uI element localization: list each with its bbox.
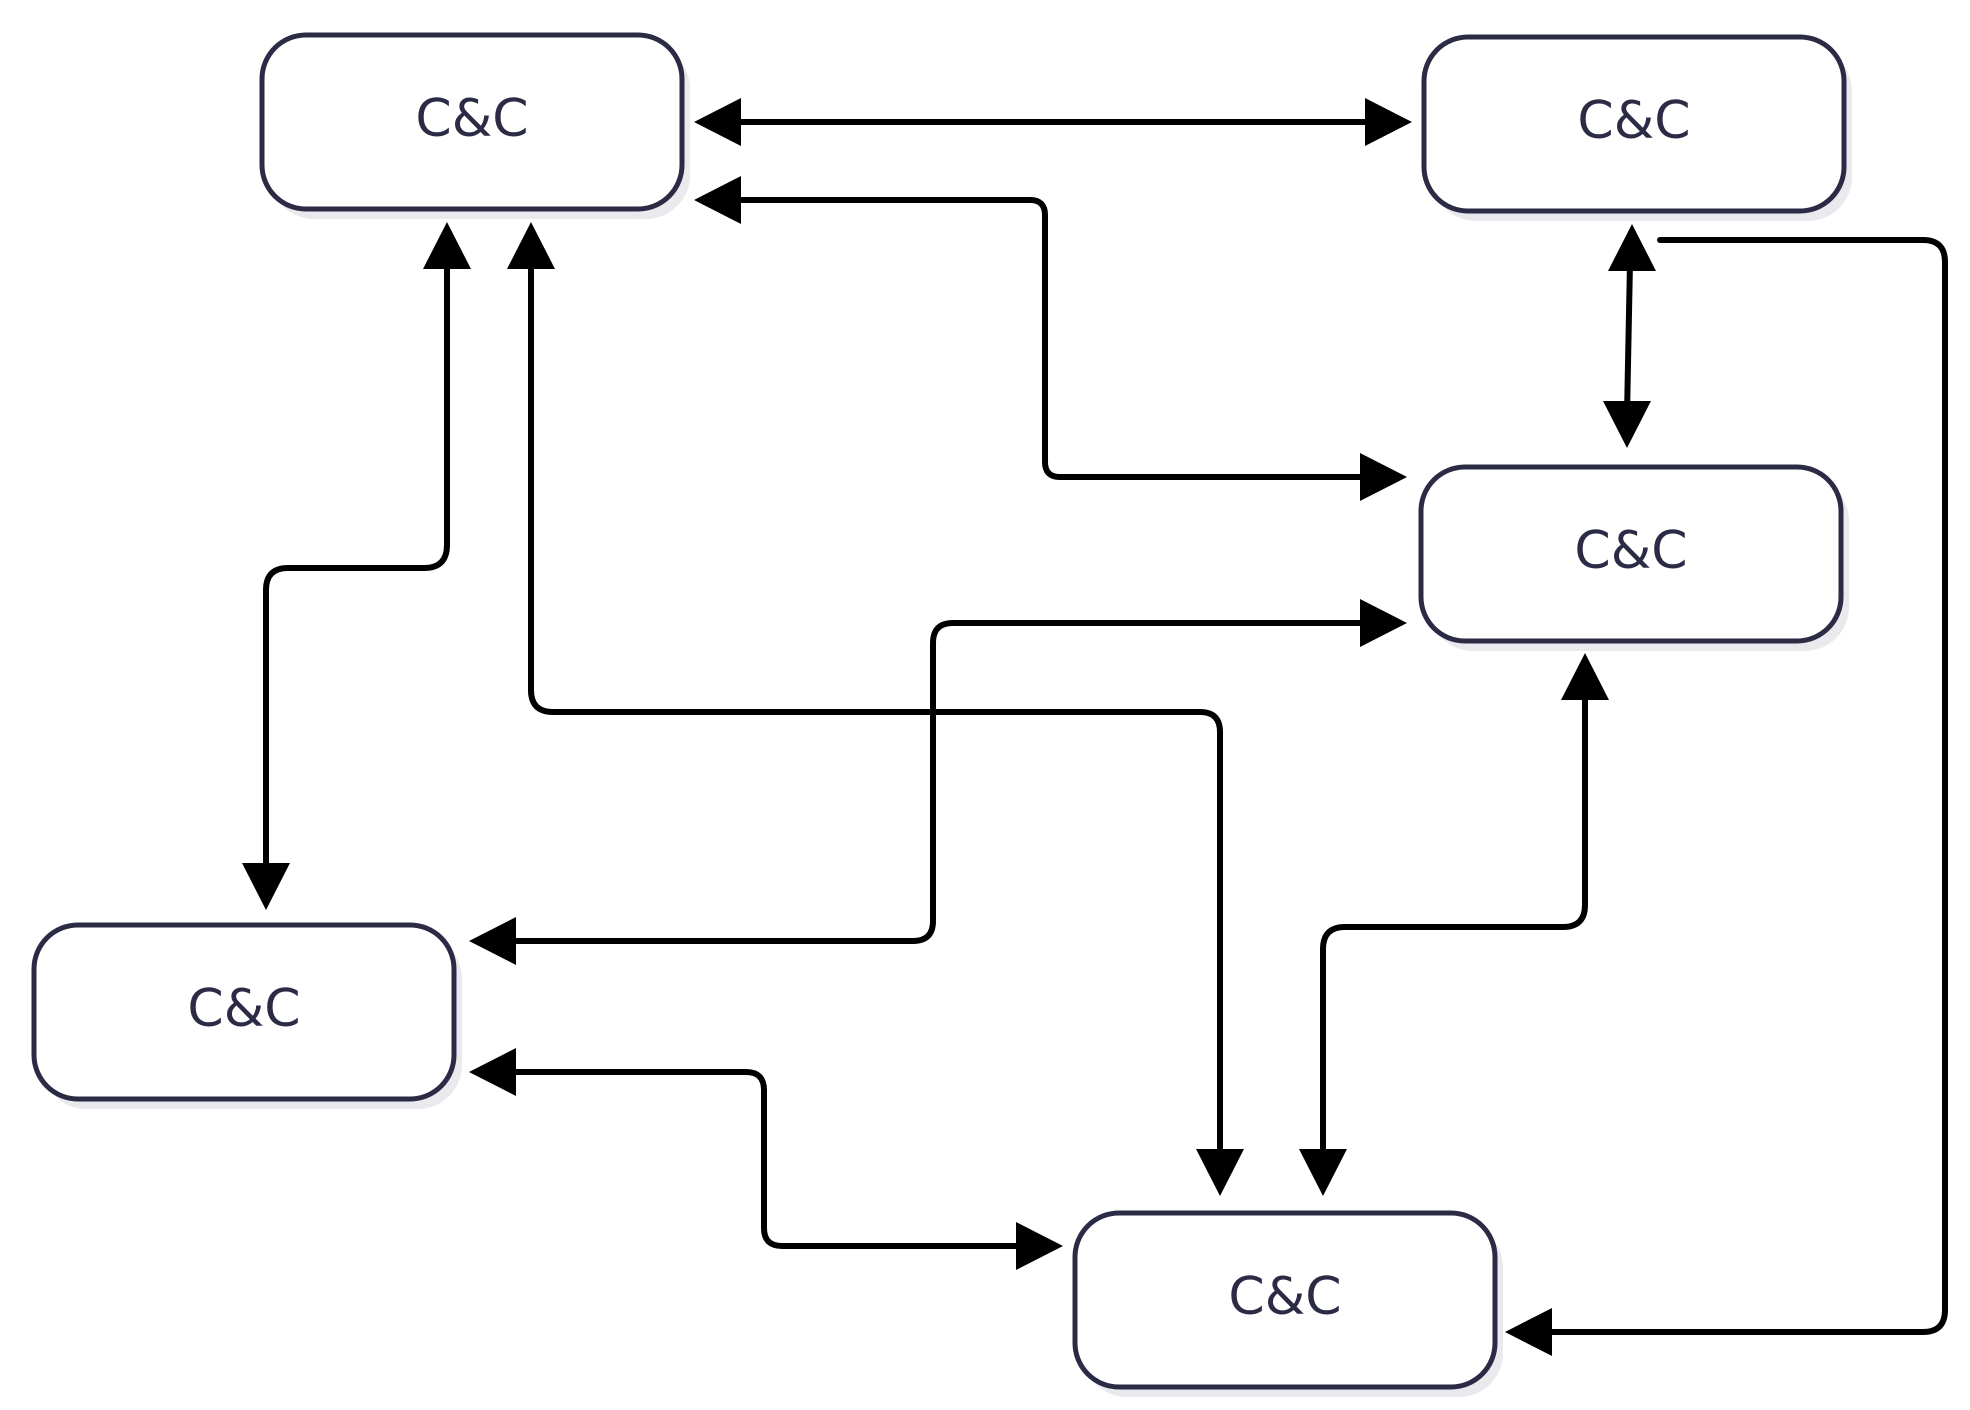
node-box (1418, 464, 1844, 644)
edge-middle-right-to-bottom-left (502, 620, 1373, 944)
edge-top-right-to-bottom-center (1537, 237, 1948, 1335)
node-middle-right: C&C (1418, 464, 1849, 651)
arrowhead-left-icon (694, 176, 741, 224)
node-bottom-center: C&C (1072, 1210, 1503, 1397)
node-box (259, 32, 685, 212)
arrowhead-up-icon (1561, 653, 1609, 700)
node-bottom-left: C&C (31, 922, 462, 1109)
node-label: C&C (1228, 1267, 1341, 1327)
node-label: C&C (1574, 521, 1687, 581)
node-top-right: C&C (1421, 34, 1852, 221)
edge-top-left-to-bottom-left (263, 257, 450, 883)
node-label: C&C (187, 979, 300, 1039)
edge-bottom-left-to-bottom-center (502, 1069, 1033, 1249)
arrowhead-up-icon (423, 222, 471, 269)
node-top-left: C&C (259, 32, 690, 219)
edges (263, 119, 1948, 1335)
arrowhead-right-icon (1360, 599, 1407, 647)
arrowhead-down-icon (1196, 1149, 1244, 1196)
node-label: C&C (415, 89, 528, 149)
edge-top-left-to-middle-right (722, 197, 1373, 480)
arrowhead-up-icon (1608, 224, 1656, 271)
node-label: C&C (1577, 91, 1690, 151)
edge-middle-right-to-bottom-center (1320, 687, 1588, 1163)
edge-top-left-to-bottom-center (528, 257, 1223, 1163)
arrowhead-down-icon (242, 863, 290, 910)
arrowhead-right-icon (1360, 453, 1407, 501)
arrowhead-left-icon (1505, 1308, 1552, 1356)
node-box (1072, 1210, 1498, 1390)
arrowhead-left-icon (469, 1048, 516, 1096)
arrowhead-right-icon (1016, 1222, 1063, 1270)
arrowhead-up-icon (507, 222, 555, 269)
arrowhead-left-icon (694, 98, 741, 146)
node-box (31, 922, 457, 1102)
edge-top-right-to-middle-right (1624, 259, 1633, 418)
arrowhead-down-icon (1603, 401, 1651, 448)
node-box (1421, 34, 1847, 214)
arrowhead-left-icon (469, 917, 516, 965)
arrowheads (242, 98, 1656, 1356)
arrowhead-down-icon (1299, 1149, 1347, 1196)
arrowhead-right-icon (1365, 98, 1412, 146)
